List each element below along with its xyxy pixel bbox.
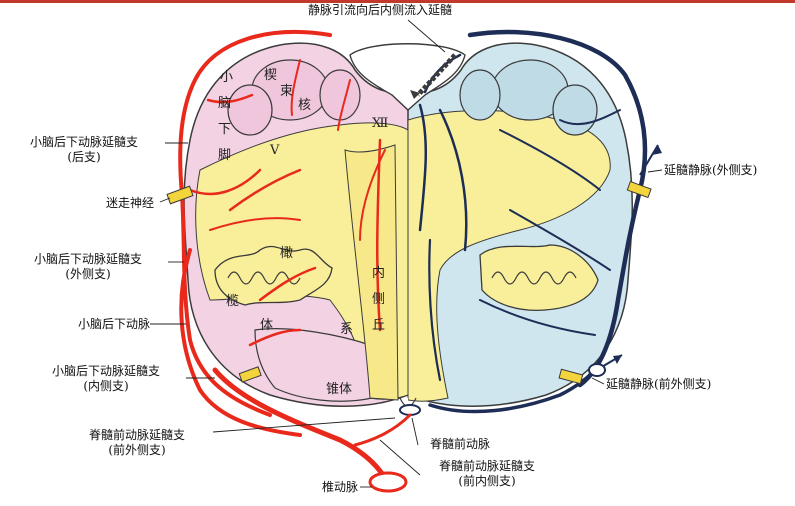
nerve-stub-right-upper [626,180,652,199]
spinal-trigeminal-left [227,84,273,136]
label-cuneate-1: 楔 [264,68,278,83]
nerve-stub-right-lower [558,368,584,385]
spinal-trigeminal-right [552,84,598,136]
label-ant-spinal-medial-1: 脊髓前动脉延髓支 [438,459,535,473]
label-medial-lemniscus-2: 侧 [372,292,386,307]
label-icp-1: 小 [220,70,234,85]
label-medial-lemniscus-1: 内 [372,266,386,281]
label-icp-3: 下 [218,122,232,137]
label-pica: 小脑后下动脉 [77,317,150,331]
pica-lateral-branch [179,248,302,437]
label-hypoglossal-xii: Ⅻ [372,116,389,131]
olive-right-wave [491,271,577,285]
label-icp-2: 脑 [218,96,232,111]
label-ant-spinal-medial-2: (前内侧支) [458,474,516,488]
vein-anterior-trunk [428,366,600,414]
label-cuneate-2: 束 [280,84,294,99]
label-vein-lateral: 延髓静脉(外侧支) [664,163,758,177]
medial-lemniscus-left [344,144,399,401]
label-olive-2: 榄 [226,294,240,309]
pyramid-left [254,328,373,402]
left-half [183,42,408,407]
label-olive-3: 体 [260,318,274,333]
label-pica-medial-2: (内侧支) [83,379,129,393]
fourth-ventricle [349,43,466,111]
venous-drainage-arrow [416,53,457,97]
label-medial-lemniscus-4: 系 [340,322,354,337]
label-vein-anterolateral: 延髓静脉(前外侧支) [606,377,712,391]
anterior-spinal-branch [353,413,412,447]
label-olive-1: 橄 [280,246,294,261]
label-pica-posterior-1: 小脑后下动脉延髓支 [29,135,138,149]
top-accent-bar [0,0,795,3]
label-vagus-nerve: 迷走神经 [105,196,154,210]
label-pica-lateral-2: (外侧支) [65,267,111,281]
right-half [408,42,633,407]
nerve-stub-left-low [238,366,262,383]
label-medial-lemniscus-3: 丘 [372,318,386,333]
label-venous-drainage: 静脉引流向后内侧流入延髓 [308,3,453,17]
label-pyramid: 锥体 [326,382,353,397]
vertebral-artery-end [368,471,408,493]
olive-left [214,245,333,306]
label-trigeminal-v: Ⅴ [270,143,280,158]
label-ant-spinal-branch-1: 脊髓前动脉延髓支 [88,428,185,442]
leader-lines [150,19,663,488]
label-pica-posterior-2: (后支) [67,150,101,164]
vertebral-artery [212,367,388,481]
vagus-nerve-stub [166,185,194,205]
olive-left-wave [227,271,301,285]
gracile-nucleus-right [459,69,501,121]
label-anterior-spinal-artery: 脊髓前动脉 [429,437,490,451]
olive-right [479,244,599,311]
label-vertebral-artery: 椎动脉 [321,480,358,494]
gracile-nucleus-left [319,69,361,121]
vein-lateral-trunk [467,29,648,388]
label-pica-medial-1: 小脑后下动脉延髓支 [51,364,160,378]
label-icp-4: 脚 [218,148,232,163]
label-cuneate-3: 核 [298,98,312,113]
label-pica-lateral-1: 小脑后下动脉延髓支 [33,252,142,266]
label-ant-spinal-branch-2: (前外侧支) [108,443,166,457]
